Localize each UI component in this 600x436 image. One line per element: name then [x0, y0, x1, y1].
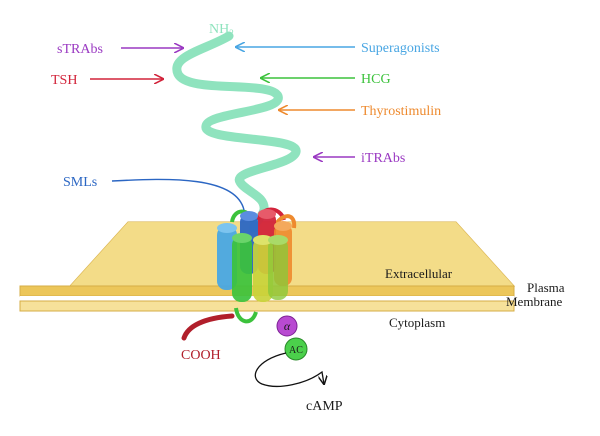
smls-line — [111, 178, 245, 211]
nh2-label: NH2 — [209, 22, 234, 38]
plasma-label: Plasma — [527, 280, 565, 295]
cooh-tail — [181, 313, 235, 341]
camp-label: cAMP — [306, 399, 343, 414]
alpha-label: α — [284, 319, 291, 333]
membrane-label: Membrane — [506, 294, 563, 309]
transmembrane-helices — [217, 207, 297, 324]
ac-label: AC — [289, 345, 303, 356]
hcg-label: HCG — [361, 72, 391, 87]
extracellular-label: Extracellular — [385, 266, 453, 281]
thyrostimulin-label: Thyrostimulin — [361, 104, 441, 119]
smls-label: SMLs — [63, 175, 97, 190]
extracellular-domain-coil — [172, 31, 301, 233]
adenylyl-cyclase — [284, 337, 308, 361]
camp-arrow — [254, 352, 324, 387]
cooh-label: COOH — [181, 348, 221, 363]
strabs-label: sTRAbs — [57, 42, 103, 57]
tsh-label: TSH — [51, 73, 77, 88]
cytoplasm-label: Cytoplasm — [389, 315, 445, 330]
g-alpha-subunit — [276, 315, 298, 337]
itrabs-label: iTRAbs — [361, 151, 405, 166]
superagonists-label: Superagonists — [361, 41, 440, 56]
